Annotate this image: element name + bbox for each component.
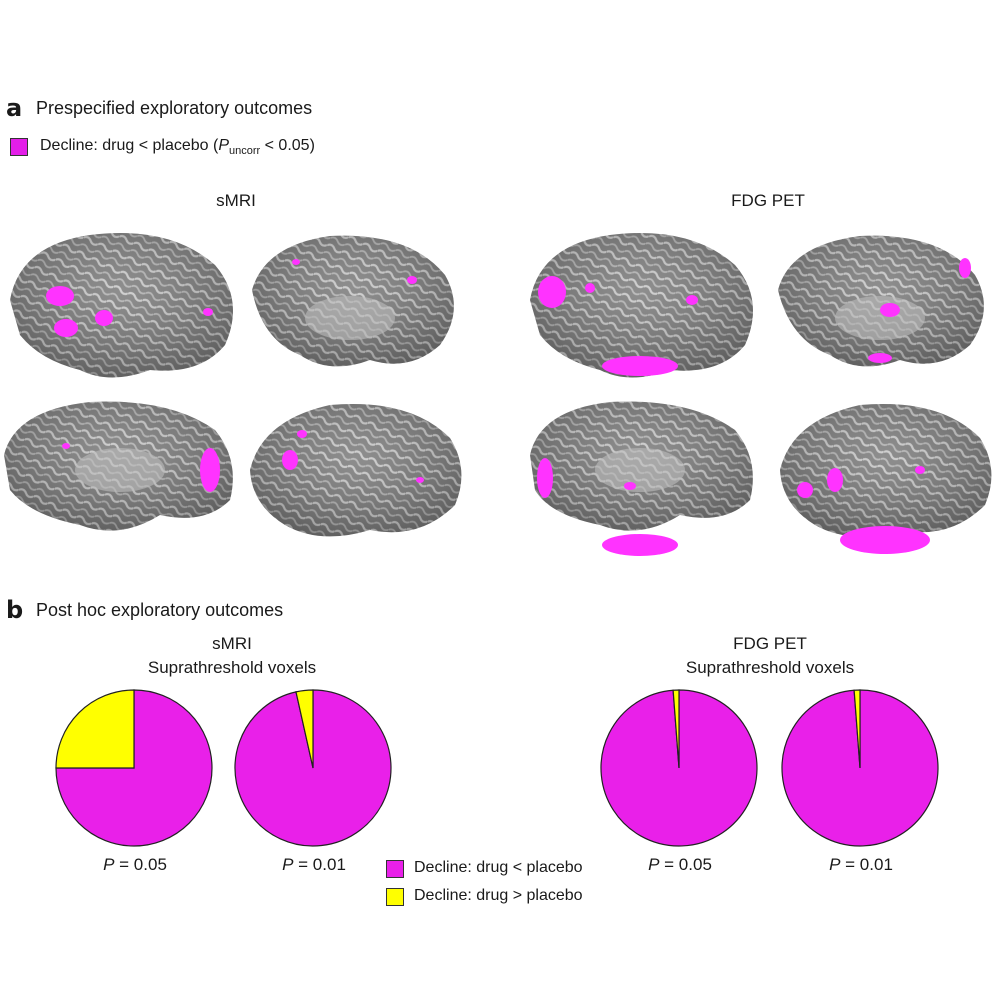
legend-swatch-drug-greater bbox=[386, 888, 404, 906]
group-label-fdgpet: FDG PET bbox=[733, 634, 807, 653]
brain-fdgpet-lateral-right bbox=[780, 403, 992, 554]
brain-surface-renderings bbox=[4, 233, 992, 556]
pie-2-slice-2 bbox=[295, 689, 314, 769]
group-subtitle-fdgpet: Suprathreshold voxels bbox=[685, 658, 855, 677]
group-subtitle-smri: Suprathreshold voxels bbox=[147, 658, 317, 677]
panel-a-legend-swatch bbox=[10, 138, 28, 156]
brain-fdgpet-medial-right bbox=[778, 235, 984, 367]
col-label-fdgpet: FDG PET bbox=[731, 191, 805, 210]
brain-fdgpet-lateral-left bbox=[530, 233, 753, 378]
pie-1-slice-2 bbox=[55, 689, 135, 769]
group-label-smri: sMRI bbox=[212, 634, 252, 653]
pie-4-p-label: P = 0.01 bbox=[829, 855, 893, 874]
pie-2-p-label: P = 0.01 bbox=[282, 855, 346, 874]
pie-1-p-label: P = 0.05 bbox=[103, 855, 167, 874]
pie-1-slice-1 bbox=[55, 689, 213, 847]
panel-a-title: Prespecified exploratory outcomes bbox=[36, 98, 313, 118]
legend-swatch-drug-less bbox=[386, 860, 404, 878]
pie-4-slice-2 bbox=[853, 689, 861, 769]
pie-3-p-label: P = 0.05 bbox=[648, 855, 712, 874]
panel-b-title: Post hoc exploratory outcomes bbox=[36, 600, 284, 620]
brain-fdgpet-medial-left bbox=[530, 401, 753, 556]
brain-smri-medial-right bbox=[252, 235, 454, 367]
brain-smri-lateral-left bbox=[10, 233, 233, 378]
brain-smri-lateral-right bbox=[250, 403, 462, 537]
panel-b-letter: b bbox=[6, 596, 24, 624]
brain-smri-medial-left bbox=[4, 401, 233, 531]
legend-label-drug-less: Decline: drug < placebo bbox=[414, 859, 583, 876]
col-label-smri: sMRI bbox=[216, 191, 256, 210]
legend-label-drug-greater: Decline: drug > placebo bbox=[414, 887, 583, 904]
panel-a-letter: a bbox=[6, 94, 23, 122]
pie-3-slice-2 bbox=[672, 689, 680, 769]
panel-a-legend-text: Decline: drug < placebo (Puncorr < 0.05) bbox=[40, 137, 315, 158]
